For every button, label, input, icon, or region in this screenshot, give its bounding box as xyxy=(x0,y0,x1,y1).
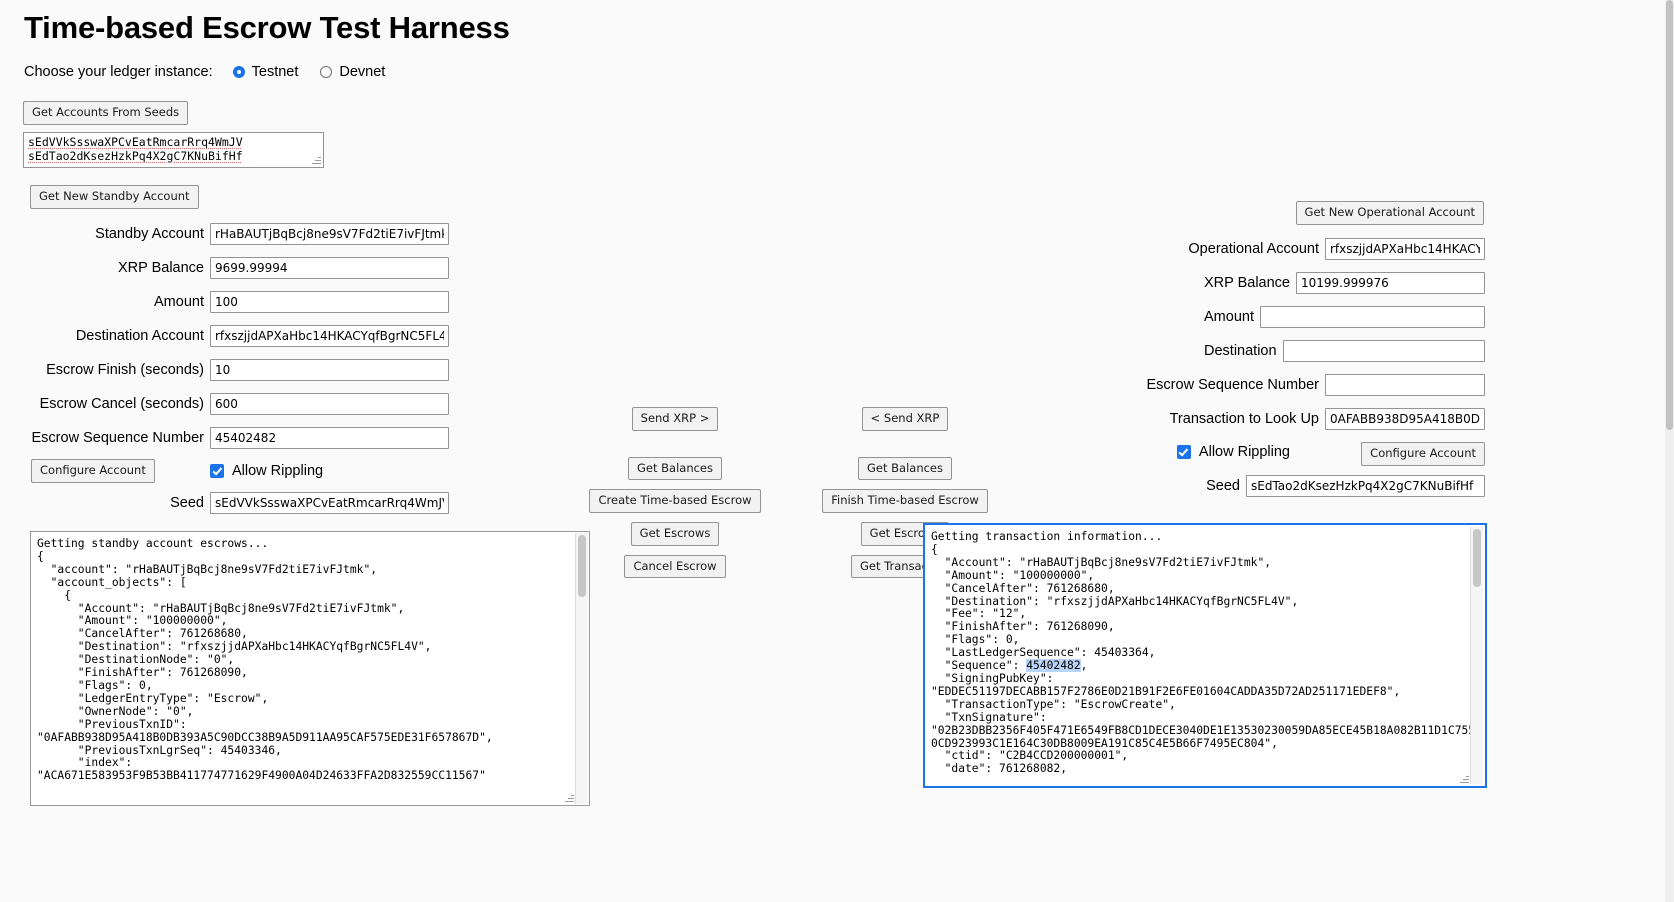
radio-option-testnet[interactable]: Testnet xyxy=(232,64,299,80)
radio-testnet-icon[interactable] xyxy=(232,66,245,78)
radio-testnet-label: Testnet xyxy=(251,64,299,80)
input-standby-xrp-balance[interactable] xyxy=(210,257,449,279)
send-xrp-left-button[interactable]: < Send XRP xyxy=(861,407,949,431)
field-row-standby-escrow-sequence-number: Escrow Sequence Number xyxy=(0,421,460,455)
field-row-escrow-finish-seconds: Escrow Finish (seconds) xyxy=(0,353,460,387)
create-time-based-escrow-button[interactable]: Create Time-based Escrow xyxy=(589,489,761,513)
label-operational-account: Operational Account xyxy=(1188,241,1319,257)
page-title: Time-based Escrow Test Harness xyxy=(24,10,510,45)
input-operational-seed[interactable] xyxy=(1246,475,1485,497)
input-transaction-to-look-up[interactable] xyxy=(1325,408,1485,430)
input-standby-escrow-sequence-number[interactable] xyxy=(210,427,449,449)
field-row-escrow-cancel-seconds: Escrow Cancel (seconds) xyxy=(0,387,460,421)
field-row-standby-xrp-balance: XRP Balance xyxy=(0,251,460,285)
standby-action-buttons: Send XRP > Get Balances Create Time-base… xyxy=(560,407,790,592)
operational-log-header: Getting transaction information... xyxy=(931,530,1163,543)
label-escrow-finish-seconds: Escrow Finish (seconds) xyxy=(46,362,204,378)
label-standby-seed: Seed xyxy=(170,495,204,511)
operational-log-selected-sequence: 45402482 xyxy=(1026,659,1081,673)
operational-allow-rippling-checkbox-icon[interactable] xyxy=(1176,445,1191,459)
radio-option-devnet[interactable]: Devnet xyxy=(320,64,385,80)
field-row-transaction-to-look-up: Transaction to Look Up xyxy=(1170,402,1674,436)
field-row-standby-destination-account: Destination Account xyxy=(0,319,460,353)
standby-log-body: { "account": "rHaBAUTjBqBcj8ne9sV7Fd2tiE… xyxy=(37,549,493,783)
field-row-operational-destination: Destination xyxy=(1204,334,1674,368)
label-operational-escrow-sequence-number: Escrow Sequence Number xyxy=(1146,377,1319,393)
operational-action-buttons: < Send XRP Get Balances Finish Time-base… xyxy=(790,407,1020,592)
finish-time-based-escrow-button[interactable]: Finish Time-based Escrow xyxy=(822,489,988,513)
standby-get-balances-button[interactable]: Get Balances xyxy=(627,456,722,481)
standby-log-resize-grip[interactable] xyxy=(563,792,574,803)
seeds-textarea[interactable]: sEdVVkSsswaXPCvEatRmcarRrq4WmJV sEdTao2d… xyxy=(23,132,324,168)
label-standby-destination-account: Destination Account xyxy=(75,328,204,344)
input-standby-amount[interactable] xyxy=(210,291,449,313)
standby-configure-account-button[interactable]: Configure Account xyxy=(31,459,155,483)
operational-form: Operational Account XRP Balance Amount D… xyxy=(1147,232,1674,436)
field-row-operational-xrp-balance: XRP Balance xyxy=(1204,266,1674,300)
operational-configure-account-button[interactable]: Configure Account xyxy=(1361,442,1485,466)
field-row-standby-account: Standby Account xyxy=(0,217,460,251)
ledger-instance-label: Choose your ledger instance: xyxy=(24,64,213,80)
field-row-standby-amount: Amount xyxy=(0,285,460,319)
standby-allow-rippling[interactable]: Allow Rippling xyxy=(210,463,323,479)
standby-result-textarea[interactable]: Getting standby account escrows... { "ac… xyxy=(30,531,590,806)
input-standby-account[interactable] xyxy=(210,223,449,245)
get-accounts-from-seeds-button[interactable]: Get Accounts From Seeds xyxy=(23,101,189,125)
input-operational-account[interactable] xyxy=(1325,238,1485,260)
label-operational-destination: Destination xyxy=(1204,343,1277,359)
seed-line-2: sEdTao2dKsezHzkPq4X2gC7KNuBifHf xyxy=(28,149,243,163)
ledger-instance-chooser: Choose your ledger instance: Testnet Dev… xyxy=(24,64,407,80)
standby-form: Standby Account XRP Balance Amount Desti… xyxy=(0,217,460,455)
label-transaction-to-look-up: Transaction to Look Up xyxy=(1169,411,1319,427)
label-standby-account: Standby Account xyxy=(95,226,204,242)
standby-log-header: Getting standby account escrows... xyxy=(37,537,269,550)
operational-get-balances-button[interactable]: Get Balances xyxy=(857,456,952,481)
radio-devnet-label: Devnet xyxy=(339,64,386,80)
send-xrp-right-button[interactable]: Send XRP > xyxy=(631,407,719,431)
label-operational-amount: Amount xyxy=(1204,309,1254,325)
operational-log-body-post: , "SigningPubKey": "EDDEC51197DECABB157F… xyxy=(931,659,1476,776)
standby-log-scrollbar[interactable] xyxy=(575,533,588,804)
get-new-operational-account-button[interactable]: Get New Operational Account xyxy=(1295,201,1484,225)
standby-get-escrows-button[interactable]: Get Escrows xyxy=(630,521,720,546)
input-escrow-cancel-seconds[interactable] xyxy=(210,393,449,415)
input-operational-xrp-balance[interactable] xyxy=(1295,272,1485,294)
seeds-resize-grip[interactable] xyxy=(310,154,321,165)
input-operational-destination[interactable] xyxy=(1282,340,1485,362)
input-standby-destination-account[interactable] xyxy=(210,325,449,347)
operational-allow-rippling[interactable]: Allow Rippling xyxy=(1176,444,1290,460)
input-operational-escrow-sequence-number[interactable] xyxy=(1325,374,1485,396)
seed-line-1: sEdVVkSsswaXPCvEatRmcarRrq4WmJV xyxy=(28,135,243,149)
page-scrollbar[interactable] xyxy=(1665,0,1674,902)
field-row-operational-escrow-sequence-number: Escrow Sequence Number xyxy=(1147,368,1674,402)
operational-seed-row: Seed xyxy=(1204,475,1674,497)
label-standby-escrow-sequence-number: Escrow Sequence Number xyxy=(31,430,204,446)
label-escrow-cancel-seconds: Escrow Cancel (seconds) xyxy=(39,396,204,412)
label-operational-seed: Seed xyxy=(1206,478,1240,494)
label-operational-xrp-balance: XRP Balance xyxy=(1204,275,1290,291)
standby-log-scroll-thumb xyxy=(578,535,586,597)
input-standby-seed[interactable] xyxy=(210,492,449,514)
label-standby-xrp-balance: XRP Balance xyxy=(118,260,204,276)
standby-seed-row: Seed xyxy=(0,492,460,514)
radio-devnet-icon[interactable] xyxy=(320,66,333,78)
operational-result-textarea[interactable]: Getting transaction information... { "Ac… xyxy=(923,523,1487,788)
label-standby-amount: Amount xyxy=(154,294,204,310)
input-escrow-finish-seconds[interactable] xyxy=(210,359,449,381)
operational-allow-rippling-label: Allow Rippling xyxy=(1198,444,1290,460)
page-scroll-thumb[interactable] xyxy=(1666,0,1673,430)
input-operational-amount[interactable] xyxy=(1259,306,1485,328)
operational-log-scroll-thumb xyxy=(1473,529,1481,587)
standby-allow-rippling-label: Allow Rippling xyxy=(232,463,324,479)
operational-log-body-pre: { "Account": "rHaBAUTjBqBcj8ne9sV7Fd2tiE… xyxy=(931,542,1299,673)
operational-log-resize-grip[interactable] xyxy=(1458,773,1469,784)
cancel-escrow-button[interactable]: Cancel Escrow xyxy=(624,554,726,579)
standby-allow-rippling-checkbox-icon[interactable] xyxy=(210,464,224,478)
field-row-operational-account: Operational Account xyxy=(1188,232,1674,266)
get-new-standby-account-button[interactable]: Get New Standby Account xyxy=(30,185,199,209)
operational-log-scrollbar[interactable] xyxy=(1470,527,1483,784)
field-row-operational-amount: Amount xyxy=(1204,300,1674,334)
